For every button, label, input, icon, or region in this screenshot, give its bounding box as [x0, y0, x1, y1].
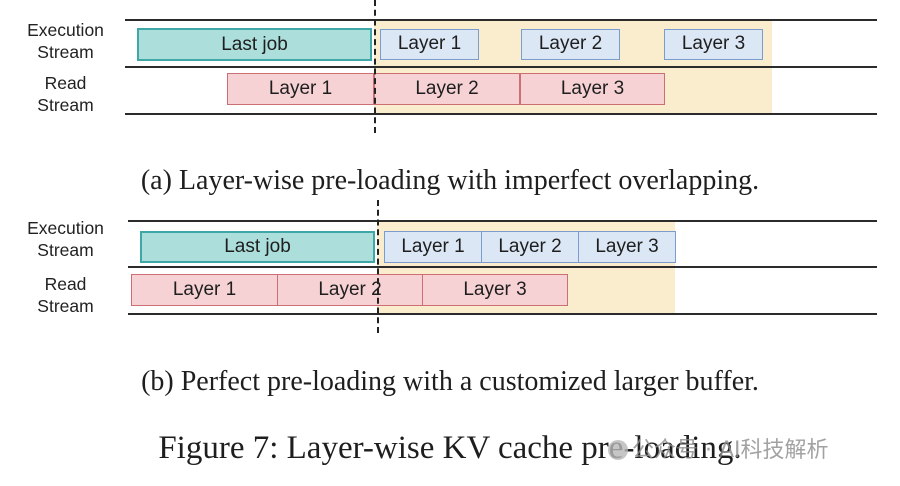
exec-layer-1-block: Layer 1	[380, 29, 479, 60]
read-layer-3-block: Layer 3	[422, 274, 568, 306]
exec-layer-2-block: Layer 2	[521, 29, 620, 60]
read-layer-1-block: Layer 1	[131, 274, 278, 306]
boundary-dashed-line	[377, 200, 379, 333]
last-job-block: Last job	[137, 28, 372, 61]
rule-middle	[125, 66, 877, 68]
rule-bottom	[128, 313, 877, 315]
rule-top	[125, 19, 877, 21]
watermark: 公众号 · AI科技解析	[608, 432, 829, 464]
boundary-dashed-line	[374, 0, 376, 133]
rule-bottom	[125, 113, 877, 115]
watermark-text: 公众号 · AI科技解析	[632, 438, 829, 463]
exec-layer-3-block: Layer 3	[578, 231, 676, 263]
read-layer-1-block: Layer 1	[227, 73, 374, 105]
exec-layer-3-block: Layer 3	[664, 29, 763, 60]
figure-caption: Figure 7: Layer-wise KV cache pre-loadin…	[158, 430, 742, 466]
exec-layer-2-block: Layer 2	[481, 231, 579, 263]
panel-a-caption: (a) Layer-wise pre-loading with imperfec…	[140, 165, 760, 196]
read-layer-3-block: Layer 3	[520, 73, 665, 105]
read-layer-2-block: Layer 2	[277, 274, 423, 306]
last-job-block: Last job	[140, 231, 375, 263]
panel-b-caption: (b) Perfect pre-loading with a customize…	[141, 366, 759, 397]
rule-top	[128, 220, 877, 222]
read-layer-2-block: Layer 2	[374, 73, 520, 105]
rule-middle	[128, 266, 877, 268]
exec-layer-1-block: Layer 1	[384, 231, 482, 263]
wechat-logo-icon	[608, 440, 628, 460]
